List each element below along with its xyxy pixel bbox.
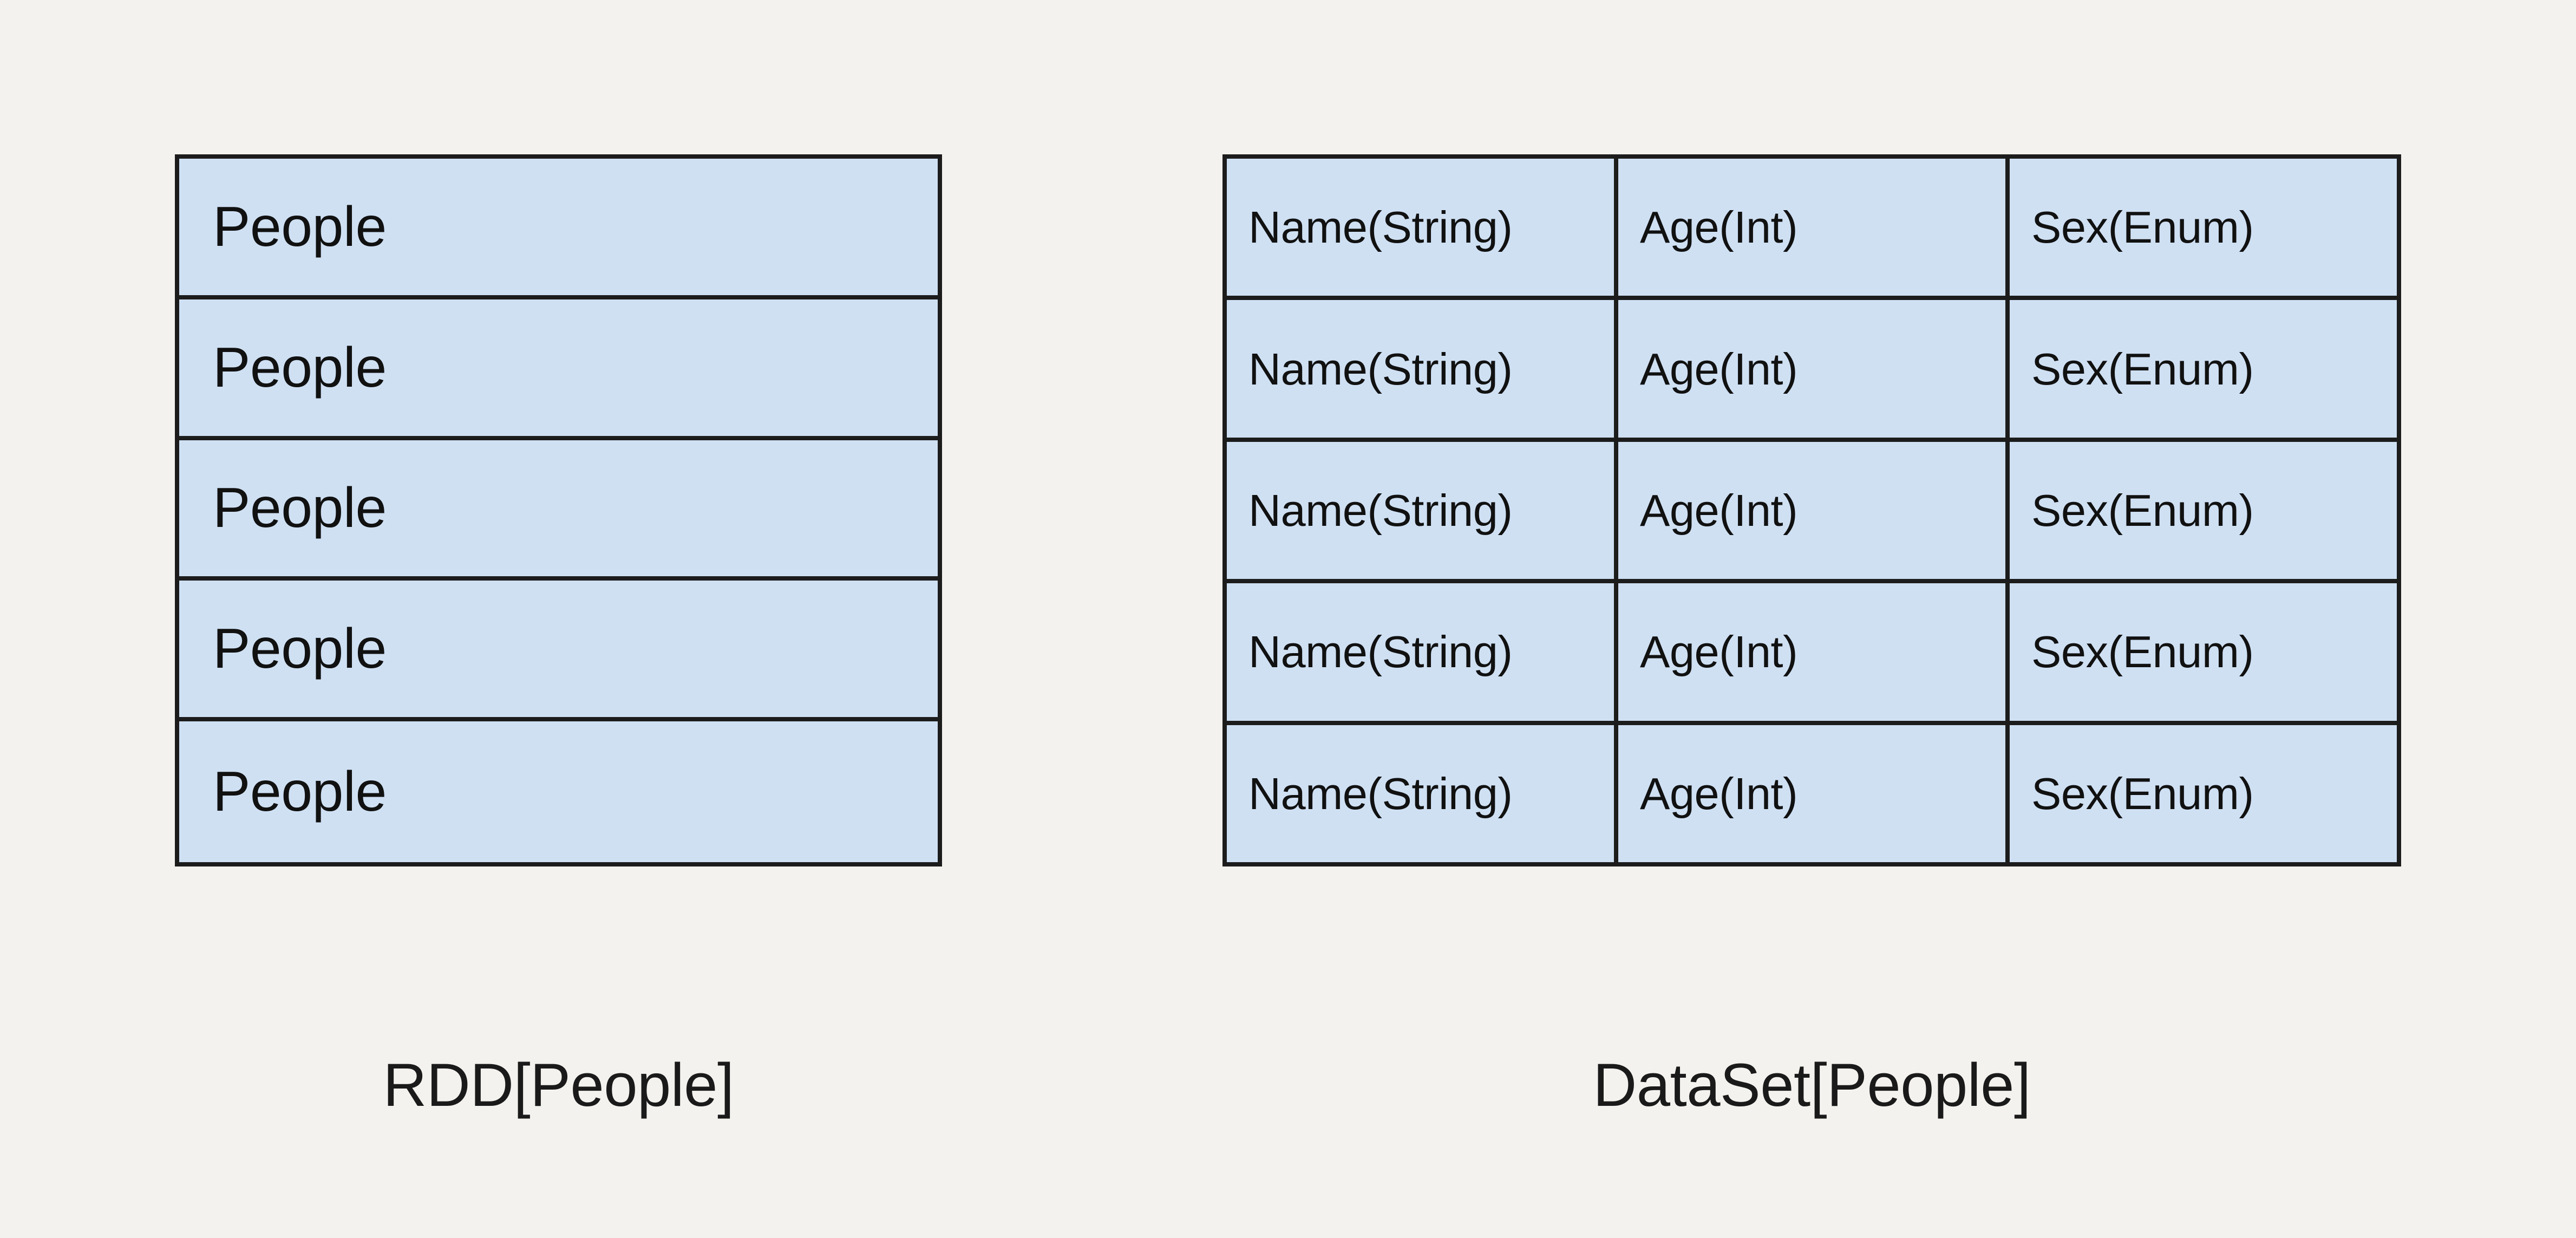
table-row: People <box>179 581 938 722</box>
table-cell-sex: Sex(Enum) <box>2010 159 2397 296</box>
dataset-cell-label: Sex(Enum) <box>2031 343 2254 394</box>
rdd-cell-label: People <box>213 617 387 681</box>
dataset-cell-label: Name(String) <box>1248 768 1513 819</box>
table-cell-name: Name(String) <box>1227 583 1618 721</box>
dataset-cell-label: Age(Int) <box>1640 202 1798 253</box>
table-cell-sex: Sex(Enum) <box>2010 300 2397 438</box>
table-cell-age: Age(Int) <box>1618 725 2010 863</box>
dataset-cell-label: Sex(Enum) <box>2031 202 2254 253</box>
dataset-cell-label: Sex(Enum) <box>2031 485 2254 536</box>
dataset-caption: DataSet[People] <box>1593 1051 2031 1119</box>
table-cell-sex: Sex(Enum) <box>2010 441 2397 579</box>
dataset-cell-label: Age(Int) <box>1640 768 1798 819</box>
table-cell-name: Name(String) <box>1227 300 1618 438</box>
rdd-cell-label: People <box>213 336 387 399</box>
rdd-cell-label: People <box>213 760 387 824</box>
dataset-table: Name(String) Age(Int) Sex(Enum) Name(Str… <box>1222 154 2401 866</box>
table-cell-name: Name(String) <box>1227 725 1618 863</box>
table-cell-age: Age(Int) <box>1618 441 2010 579</box>
table-cell-sex: Sex(Enum) <box>2010 725 2397 863</box>
dataset-cell-label: Name(String) <box>1248 343 1513 394</box>
dataset-cell-label: Age(Int) <box>1640 627 1798 677</box>
table-cell-sex: Sex(Enum) <box>2010 583 2397 721</box>
table-row: People <box>179 440 938 581</box>
dataset-cell-label: Name(String) <box>1248 627 1513 677</box>
table-cell-age: Age(Int) <box>1618 300 2010 438</box>
dataset-cell-label: Age(Int) <box>1640 485 1798 536</box>
table-cell-age: Age(Int) <box>1618 583 2010 721</box>
dataset-cell-label: Age(Int) <box>1640 343 1798 394</box>
dataset-cell-label: Name(String) <box>1248 485 1513 536</box>
table-row: Name(String) Age(Int) Sex(Enum) <box>1227 159 2397 301</box>
rdd-caption: RDD[People] <box>383 1051 734 1119</box>
dataset-cell-label: Name(String) <box>1248 202 1513 253</box>
dataset-cell-label: Sex(Enum) <box>2031 627 2254 677</box>
table-cell-age: Age(Int) <box>1618 159 2010 296</box>
table-row: Name(String) Age(Int) Sex(Enum) <box>1227 583 2397 725</box>
table-row: People <box>179 299 938 440</box>
table-row: People <box>179 159 938 299</box>
rdd-cell-label: People <box>213 195 387 258</box>
table-row: Name(String) Age(Int) Sex(Enum) <box>1227 441 2397 584</box>
table-row: Name(String) Age(Int) Sex(Enum) <box>1227 300 2397 442</box>
table-row: Name(String) Age(Int) Sex(Enum) <box>1227 725 2397 863</box>
rdd-cell-label: People <box>213 477 387 540</box>
dataset-cell-label: Sex(Enum) <box>2031 768 2254 819</box>
table-row: People <box>179 721 938 862</box>
rdd-table: People People People People People <box>175 154 942 866</box>
table-cell-name: Name(String) <box>1227 159 1618 296</box>
table-cell-name: Name(String) <box>1227 441 1618 579</box>
